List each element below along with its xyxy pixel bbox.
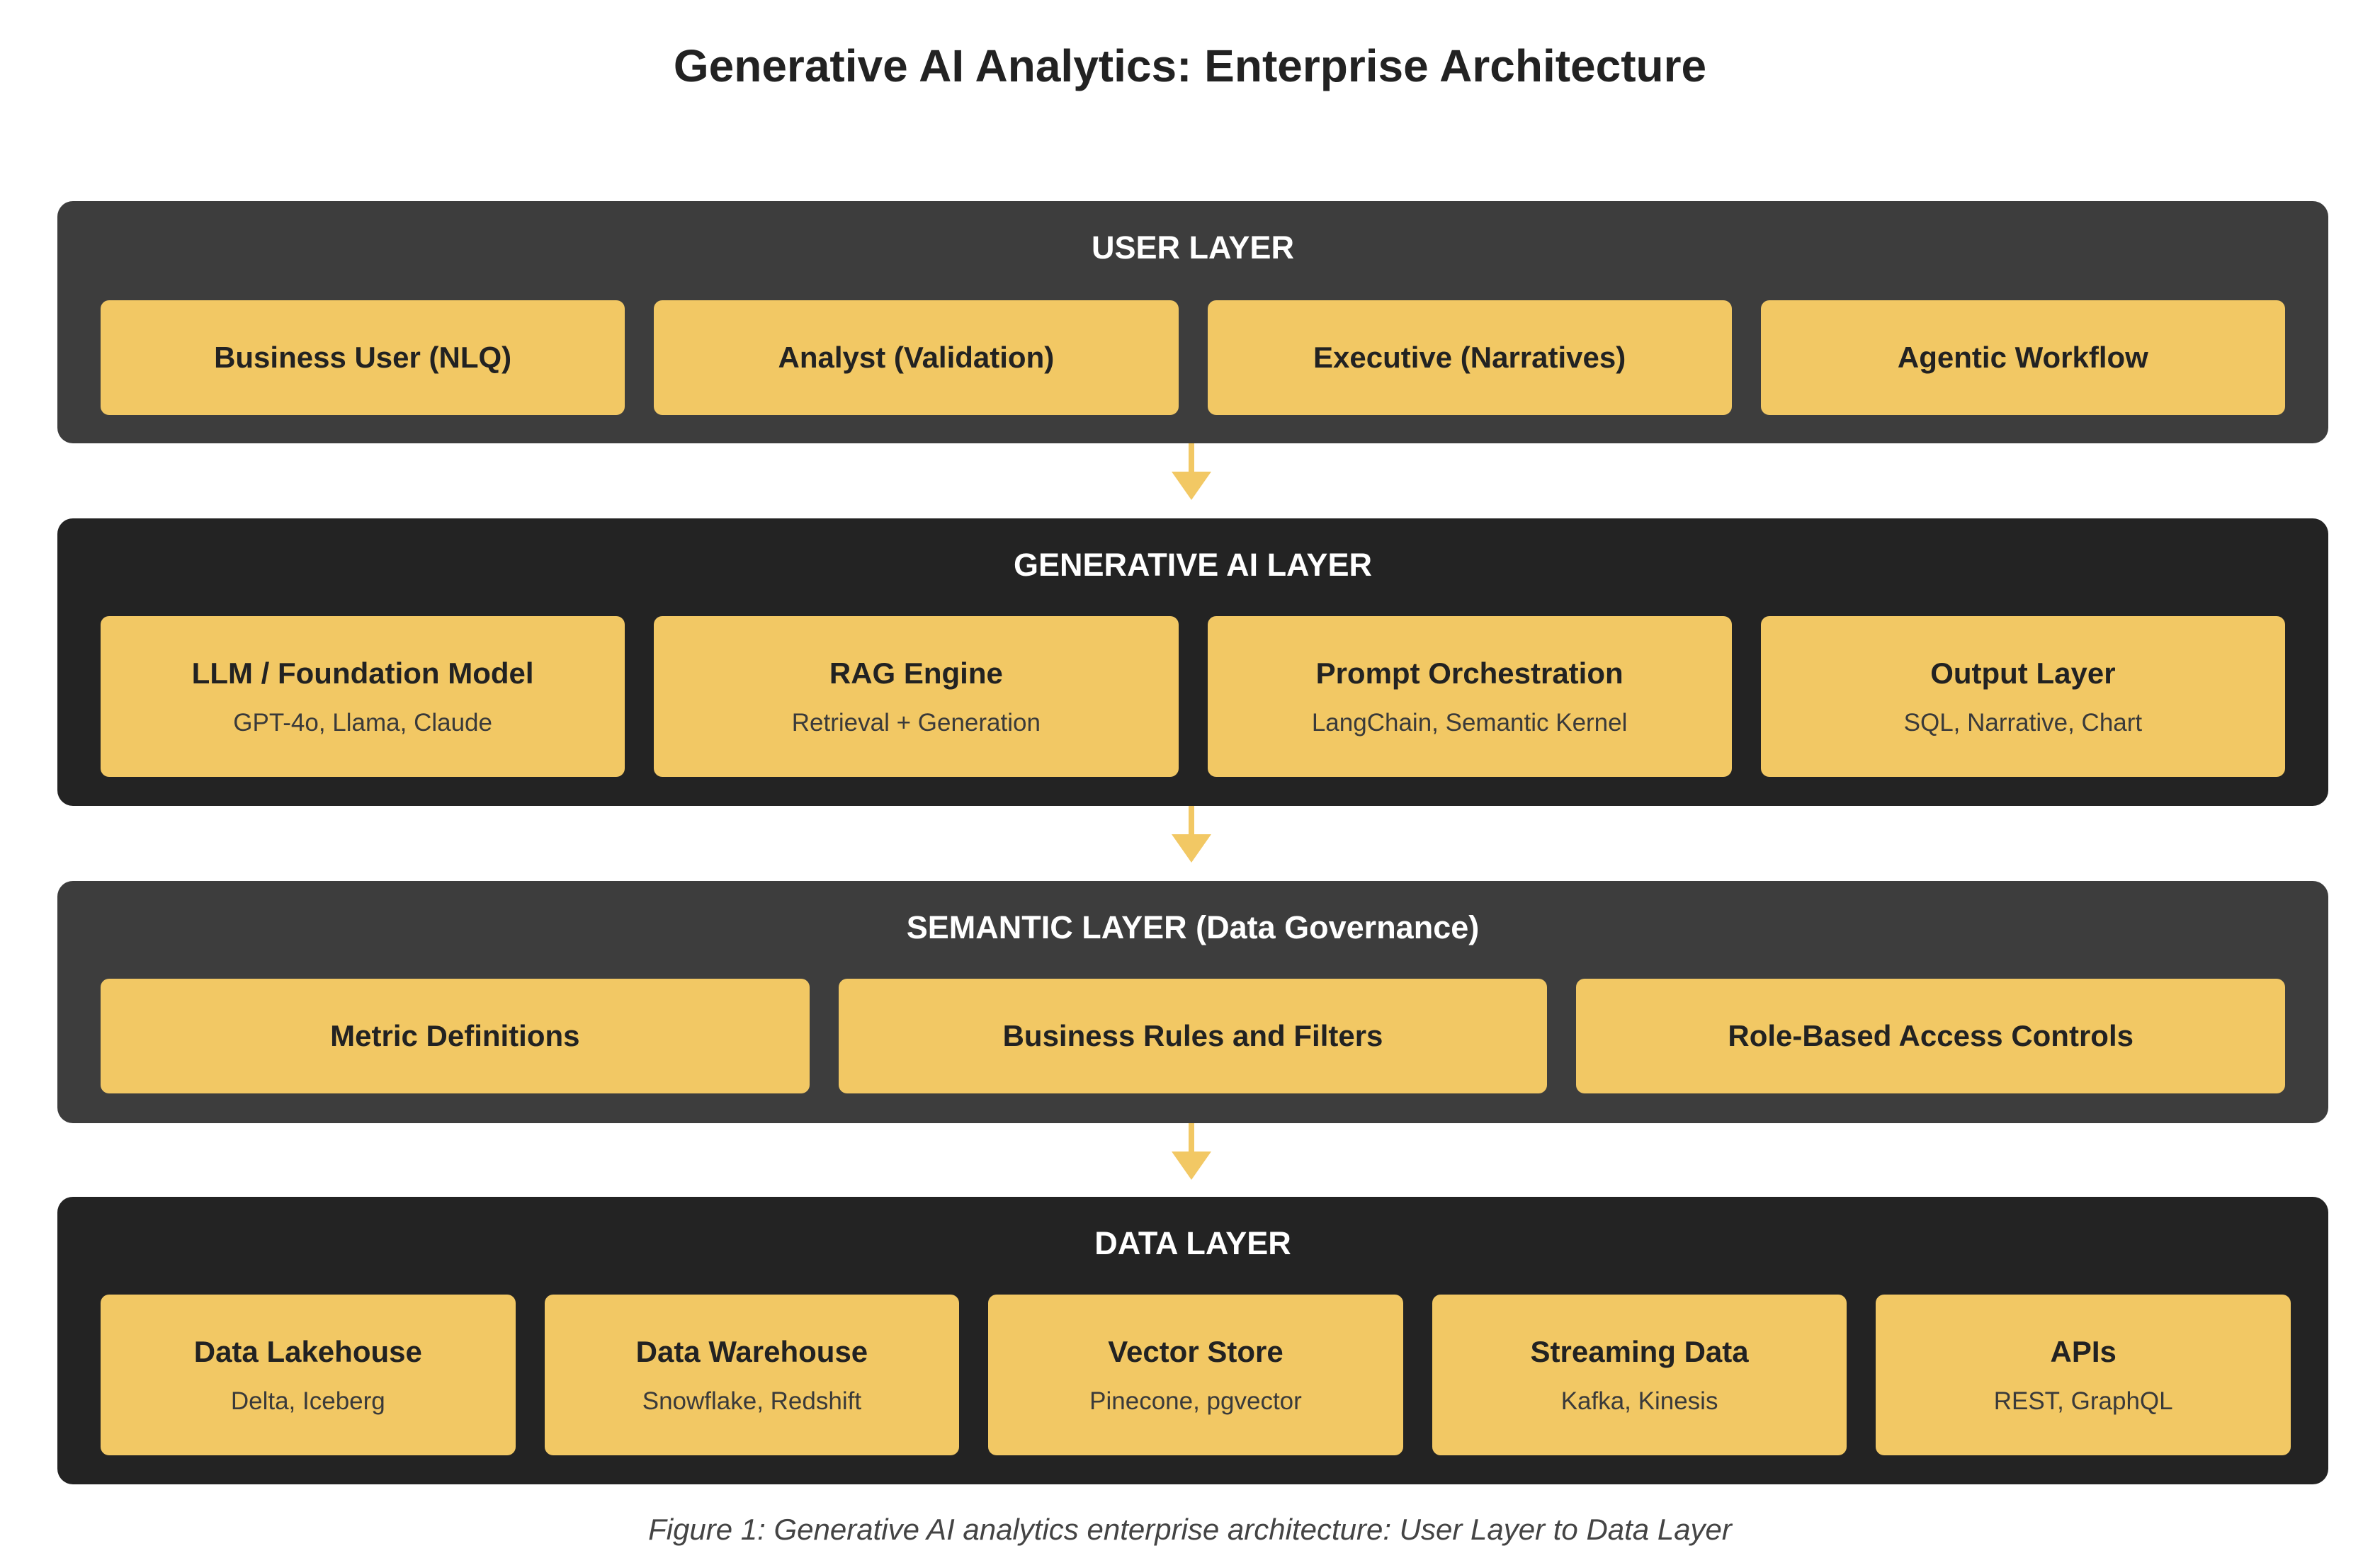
component-executive: Executive (Narratives) bbox=[1207, 300, 1732, 415]
component-streaming-data: Streaming Data Kafka, Kinesis bbox=[1432, 1295, 1847, 1455]
component-name: LLM / Foundation Model bbox=[191, 656, 534, 690]
component-agentic-workflow: Agentic Workflow bbox=[1760, 300, 2285, 415]
component-name: Streaming Data bbox=[1530, 1334, 1749, 1368]
component-rag-engine: RAG Engine Retrieval + Generation bbox=[654, 616, 1179, 777]
semantic-layer: SEMANTIC LAYER (Data Governance) Metric … bbox=[57, 881, 2328, 1123]
component-name: Data Lakehouse bbox=[193, 1334, 422, 1368]
component-apis: APIs REST, GraphQL bbox=[1876, 1295, 2291, 1455]
component-detail: REST, GraphQL bbox=[1993, 1387, 2173, 1415]
generative-ai-layer: GENERATIVE AI LAYER LLM / Foundation Mod… bbox=[57, 518, 2328, 806]
component-name: RAG Engine bbox=[829, 656, 1003, 690]
component-name: Data Warehouse bbox=[635, 1334, 868, 1368]
semantic-layer-title: SEMANTIC LAYER (Data Governance) bbox=[906, 909, 1480, 945]
component-detail: Snowflake, Redshift bbox=[642, 1387, 862, 1415]
component-vector-store: Vector Store Pinecone, pgvector bbox=[988, 1295, 1403, 1455]
component-name: Vector Store bbox=[1108, 1334, 1284, 1368]
component-business-user: Business User (NLQ) bbox=[101, 300, 625, 415]
component-detail: Kafka, Kinesis bbox=[1560, 1387, 1718, 1415]
flow-arrow-semantic-to-data bbox=[1172, 1123, 1211, 1180]
component-detail: GPT-4o, Llama, Claude bbox=[233, 708, 492, 737]
component-name: Prompt Orchestration bbox=[1315, 656, 1624, 690]
data-layer-title: DATA LAYER bbox=[1094, 1225, 1291, 1261]
component-metric-definitions: Metric Definitions bbox=[101, 979, 810, 1093]
component-name: APIs bbox=[2050, 1334, 2116, 1368]
component-name: Metric Definitions bbox=[330, 1019, 580, 1052]
component-name: Output Layer bbox=[1930, 656, 2116, 690]
component-name: Business User (NLQ) bbox=[214, 341, 512, 374]
generative-ai-layer-title: GENERATIVE AI LAYER bbox=[1014, 547, 1372, 583]
component-detail: LangChain, Semantic Kernel bbox=[1311, 708, 1628, 737]
component-name: Analyst (Validation) bbox=[778, 341, 1055, 374]
component-detail: Retrieval + Generation bbox=[791, 708, 1041, 737]
component-detail: Pinecone, pgvector bbox=[1089, 1387, 1302, 1415]
diagram-title: Generative AI Analytics: Enterprise Arch… bbox=[673, 40, 1707, 91]
figure-caption: Figure 1: Generative AI analytics enterp… bbox=[648, 1513, 1732, 1546]
component-name: Business Rules and Filters bbox=[1002, 1019, 1383, 1052]
user-layer: USER LAYER Business User (NLQ) Analyst (… bbox=[57, 201, 2328, 443]
component-name: Executive (Narratives) bbox=[1313, 341, 1626, 374]
user-layer-title: USER LAYER bbox=[1092, 229, 1294, 266]
component-name: Role-Based Access Controls bbox=[1728, 1019, 2134, 1052]
component-output-layer: Output Layer SQL, Narrative, Chart bbox=[1760, 616, 2285, 777]
flow-arrow-genai-to-semantic bbox=[1172, 806, 1211, 863]
component-llm-foundation-model: LLM / Foundation Model GPT-4o, Llama, Cl… bbox=[101, 616, 625, 777]
component-business-rules: Business Rules and Filters bbox=[838, 979, 1548, 1093]
component-name: Agentic Workflow bbox=[1897, 341, 2148, 374]
component-data-warehouse: Data Warehouse Snowflake, Redshift bbox=[544, 1295, 960, 1455]
component-analyst: Analyst (Validation) bbox=[654, 300, 1179, 415]
component-detail: SQL, Narrative, Chart bbox=[1903, 708, 2143, 737]
component-prompt-orchestration: Prompt Orchestration LangChain, Semantic… bbox=[1207, 616, 1732, 777]
component-detail: Delta, Iceberg bbox=[230, 1387, 385, 1415]
flow-arrow-user-to-genai bbox=[1172, 443, 1211, 500]
data-layer: DATA LAYER Data Lakehouse Delta, Iceberg… bbox=[57, 1197, 2328, 1484]
component-role-based-access: Role-Based Access Controls bbox=[1576, 979, 2286, 1093]
component-data-lakehouse: Data Lakehouse Delta, Iceberg bbox=[101, 1295, 516, 1455]
